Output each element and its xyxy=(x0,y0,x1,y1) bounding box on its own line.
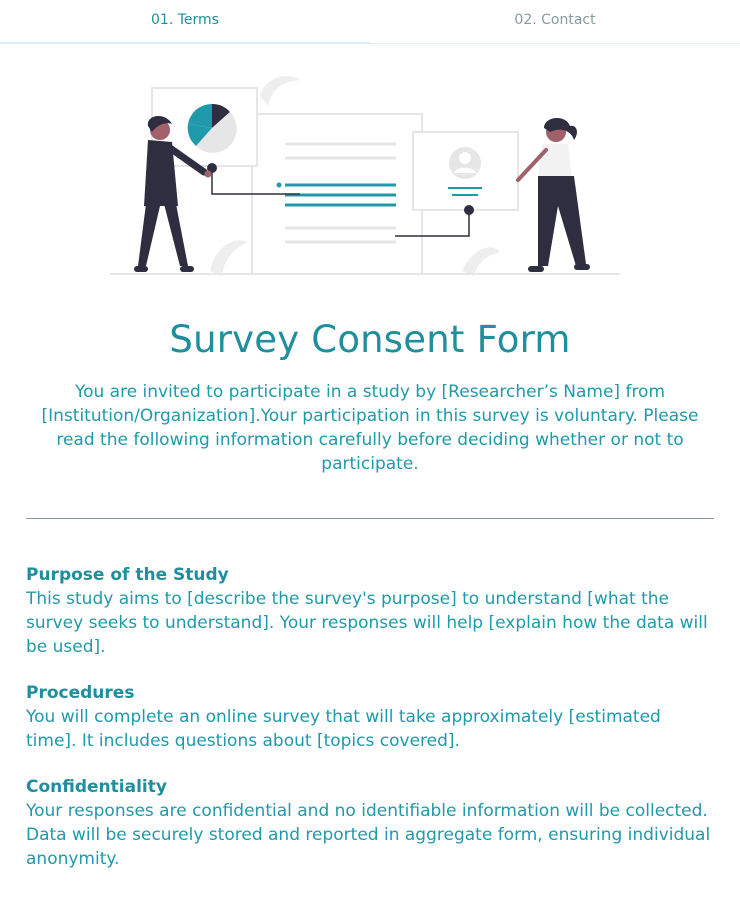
intro-text: You are invited to participate in a stud… xyxy=(41,382,699,474)
user-avatar-icon xyxy=(449,147,481,179)
leaf-decoration xyxy=(462,247,500,276)
page-title: Survey Consent Form xyxy=(169,318,571,361)
section-heading: Purpose of the Study xyxy=(26,565,229,585)
tab-contact[interactable]: 02. Contact xyxy=(514,12,596,28)
section-procedures: Procedures You will complete an online s… xyxy=(26,681,714,753)
person-left xyxy=(134,115,212,272)
step-tabs: 01. Terms 02. Contact xyxy=(0,0,740,44)
pie-chart-icon xyxy=(187,103,237,153)
section-heading: Confidentiality xyxy=(26,777,167,797)
section-body: Your responses are confidential and no i… xyxy=(26,801,711,869)
consent-sections: Purpose of the Study This study aims to … xyxy=(26,563,714,893)
leaf-decoration xyxy=(210,240,248,276)
leaf-decoration xyxy=(260,76,300,106)
person-right xyxy=(516,117,590,272)
section-heading: Procedures xyxy=(26,683,135,703)
section-body: This study aims to [describe the survey'… xyxy=(26,589,708,657)
tab-terms[interactable]: 01. Terms xyxy=(0,0,370,44)
hero-illustration xyxy=(110,76,620,276)
section-purpose: Purpose of the Study This study aims to … xyxy=(26,563,714,659)
section-confidentiality: Confidentiality Your responses are confi… xyxy=(26,775,714,871)
section-divider xyxy=(26,518,714,519)
section-body: You will complete an online survey that … xyxy=(26,707,661,751)
